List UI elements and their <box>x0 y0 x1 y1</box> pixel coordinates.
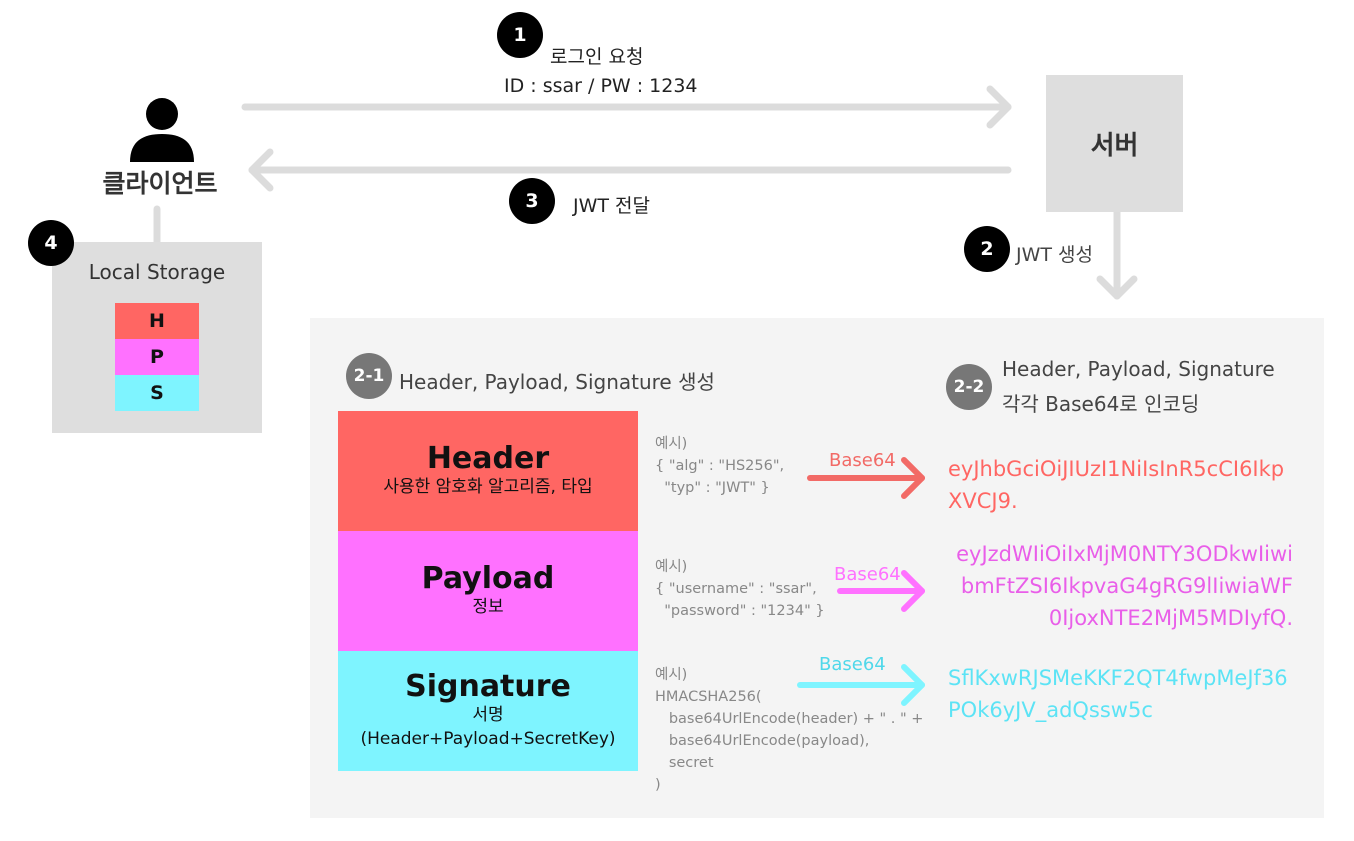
step-1-detail: ID : ssar / PW : 1234 <box>504 75 698 97</box>
header-example: 예시) { "alg" : "HS256", "typ" : "JWT" } <box>655 436 785 496</box>
step-3-badge: 3 <box>509 178 555 224</box>
client-label: 클라이언트 <box>102 169 218 198</box>
server-label: 서버 <box>1090 131 1139 161</box>
payload-block: Payload 정보 <box>338 531 638 651</box>
section-2-2-badge: 2-2 <box>946 364 992 410</box>
header-base64-label: Base64 <box>829 450 896 471</box>
local-storage-box: Local Storage H P S <box>52 242 262 433</box>
signature-block-title: Signature <box>405 668 571 704</box>
signature-block: Signature 서명 (Header+Payload+SecretKey) <box>338 651 638 771</box>
section-2-1-badge: 2-1 <box>346 353 392 399</box>
section-2-2-line1: Header, Payload, Signature <box>1002 357 1275 381</box>
step-2-title: JWT 생성 <box>1016 244 1093 266</box>
step-1-badge: 1 <box>497 12 543 58</box>
local-storage-title: Local Storage <box>88 260 226 284</box>
step-2-badge: 2 <box>964 226 1010 272</box>
signature-encoded: SflKxwRJSMeKKF2QT4fwpMeJf36POk6yJV_adQss… <box>948 666 1288 722</box>
signature-block-formula: (Header+Payload+SecretKey) <box>360 729 616 750</box>
signature-base64-label: Base64 <box>819 654 886 675</box>
storage-header-part: H <box>115 303 199 339</box>
header-block: Header 사용한 암호화 알고리즘, 타입 <box>338 411 638 531</box>
signature-example: 예시) HMACSHA256( base64UrlEncode(header) … <box>655 667 924 793</box>
section-2-1-title: Header, Payload, Signature 생성 <box>399 370 715 394</box>
step-4-badge: 4 <box>28 220 74 266</box>
header-block-desc: 사용한 암호화 알고리즘, 타입 <box>383 477 593 498</box>
payload-block-title: Payload <box>421 560 555 596</box>
server-box: 서버 <box>1046 75 1183 212</box>
payload-example: 예시) { "username" : "ssar", "password" : … <box>655 559 825 619</box>
storage-payload-part: P <box>115 339 199 375</box>
section-2-2-line2: 각각 Base64로 인코딩 <box>1002 392 1200 416</box>
header-encoded: eyJhbGciOiJIUzI1NiIsInR5cCI6IkpXVCJ9. <box>948 457 1285 513</box>
signature-block-desc: 서명 <box>472 705 504 726</box>
person-icon <box>130 98 194 162</box>
step-3-title: JWT 전달 <box>573 195 650 217</box>
storage-signature-part: S <box>115 375 199 411</box>
payload-encoded: eyJzdWIiOiIxMjM0NTY3ODkwIiwibmFtZSI6Ikpv… <box>956 542 1293 630</box>
header-block-title: Header <box>426 440 550 476</box>
payload-block-desc: 정보 <box>472 597 504 618</box>
payload-base64-label: Base64 <box>834 564 901 585</box>
step-1-title: 로그인 요청 <box>550 46 644 68</box>
